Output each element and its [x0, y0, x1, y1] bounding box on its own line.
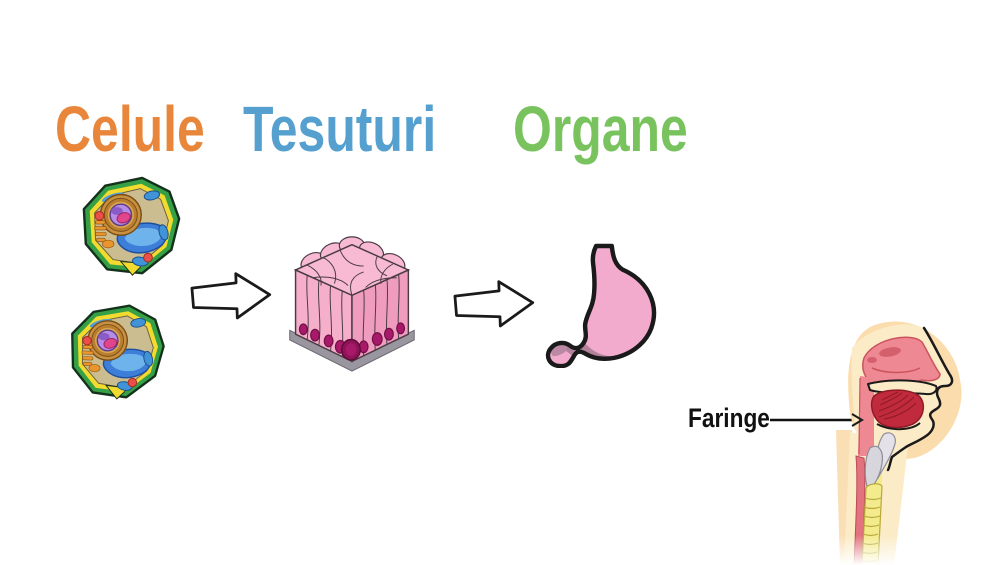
stomach-illustration	[540, 242, 660, 368]
arrow-tissue-to-organ-icon	[451, 279, 537, 330]
epithelial-tissue-illustration	[283, 233, 419, 375]
plant-cell-illustration-2	[64, 301, 170, 405]
heading-celule: Celule	[55, 93, 205, 165]
head-cross-section-illustration	[820, 320, 1002, 565]
pharynx-label: Faringe	[688, 403, 770, 433]
plant-cell-illustration-1	[78, 176, 185, 279]
heading-tesuturi: Tesuturi	[243, 93, 437, 165]
arrow-cells-to-tissue-icon	[188, 271, 274, 322]
heading-organe: Organe	[513, 93, 688, 165]
